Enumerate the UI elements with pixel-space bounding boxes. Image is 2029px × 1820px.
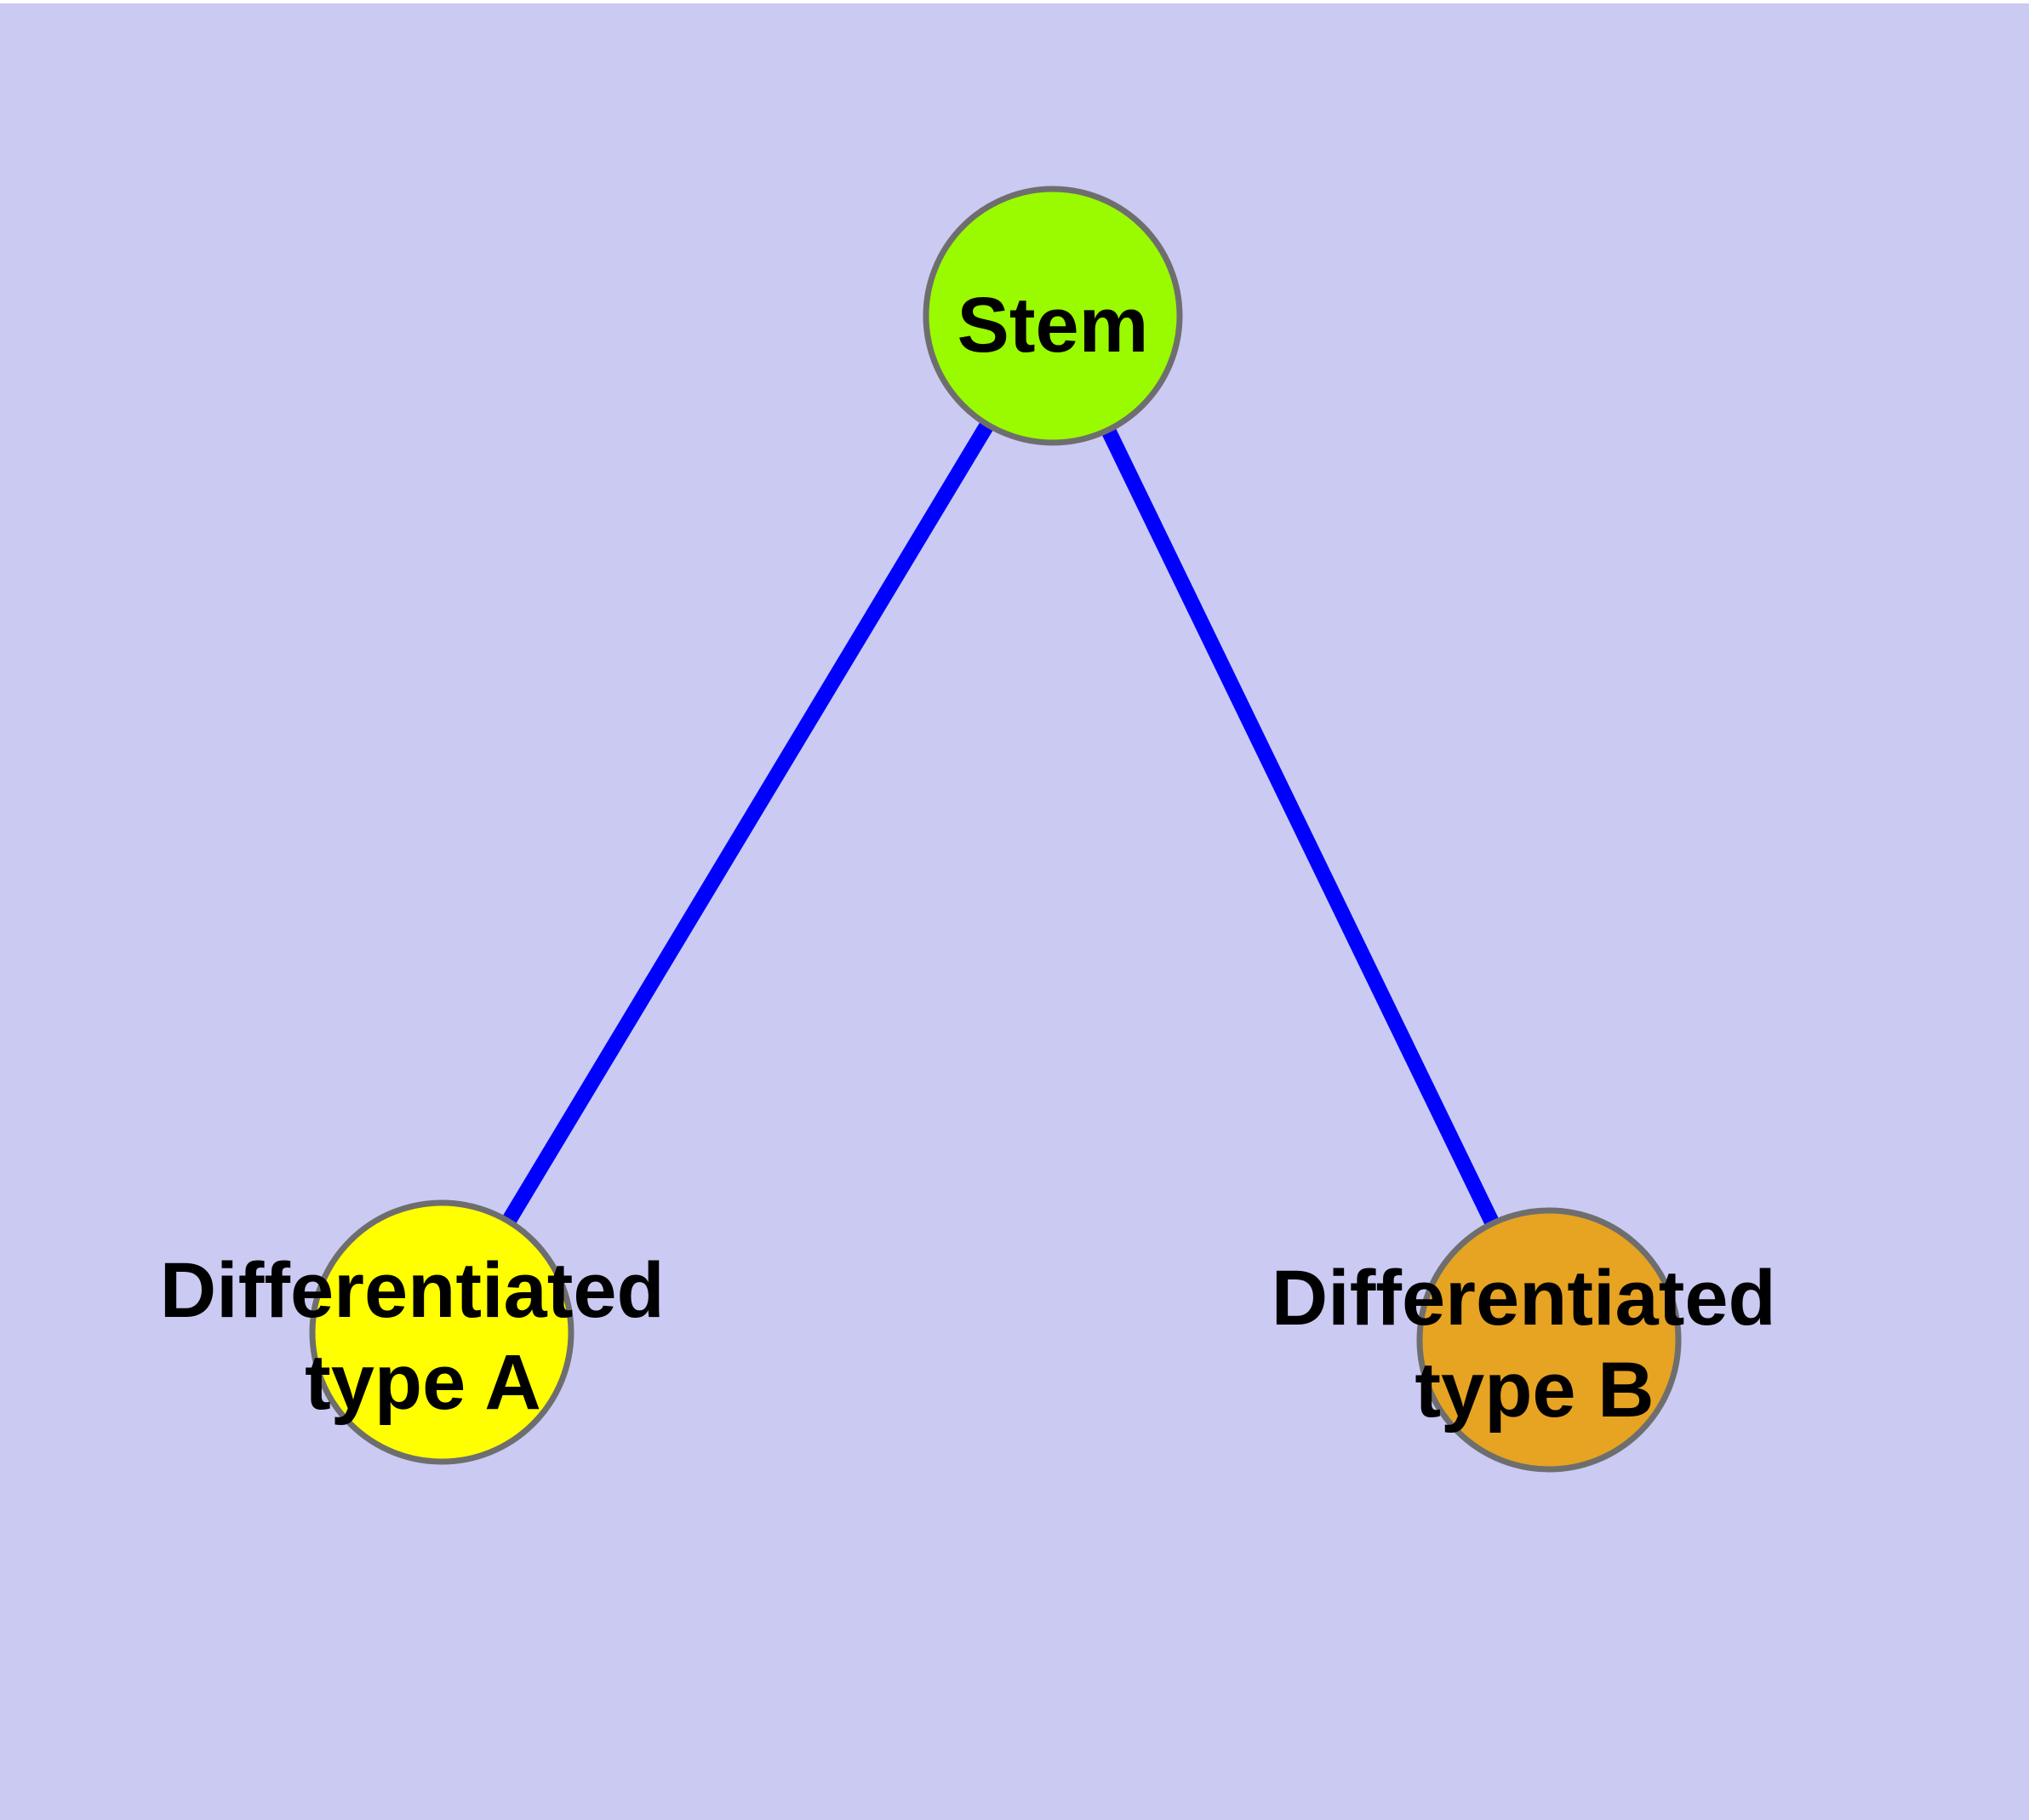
node-type-a-label-line-1: Differentiated [160,1247,665,1334]
edge-stem-to-type-b [1045,312,1557,1343]
node-stem [923,186,1183,446]
top-white-strip [0,0,2029,3]
node-type-a-label: Differentiated type A [160,1247,687,1426]
node-type-b-label-line-2: type B [1415,1347,1654,1434]
edge-stem-to-type-a [435,312,1060,1336]
node-type-a-label-line-2: type A [305,1339,541,1426]
node-differentiated-type-b [1416,1207,1682,1473]
node-type-b-label: Differentiated type B [1272,1255,1798,1434]
node-differentiated-type-a [309,1199,574,1465]
node-type-b-label-line-1: Differentiated [1272,1255,1776,1342]
node-stem-label: Stem [957,282,1149,369]
